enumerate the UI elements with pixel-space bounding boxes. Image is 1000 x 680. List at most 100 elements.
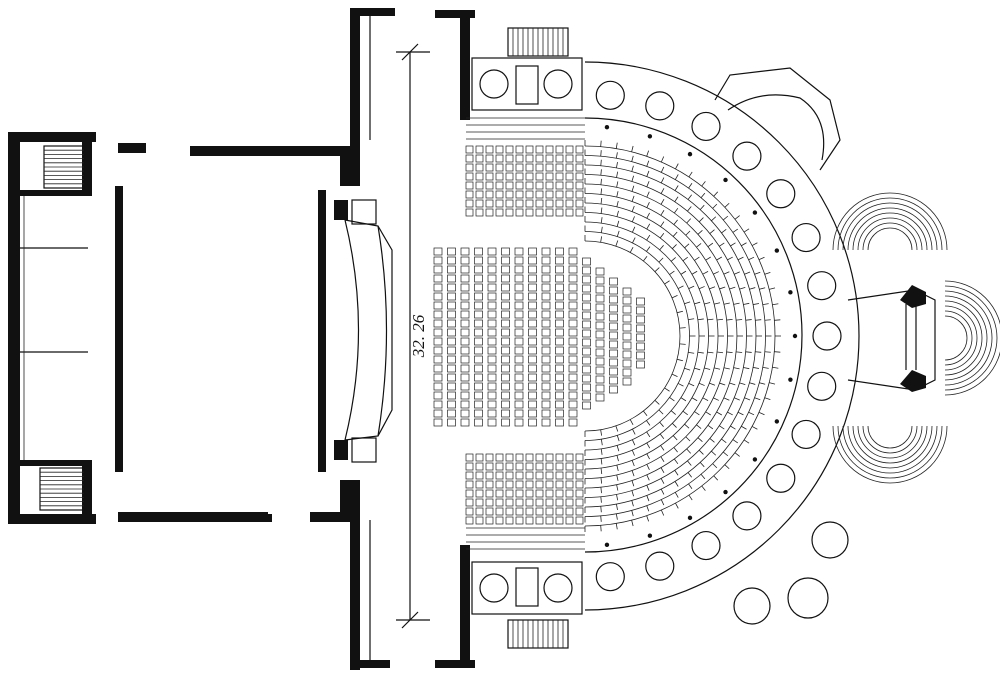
seat — [460, 355, 470, 364]
seat — [460, 364, 470, 373]
seat — [582, 401, 591, 410]
side-seating-block-top — [465, 145, 584, 217]
seat — [465, 516, 474, 525]
stage-house — [115, 143, 360, 522]
seat — [609, 304, 618, 313]
seat — [495, 462, 504, 471]
seat — [555, 337, 564, 346]
seat — [609, 376, 618, 385]
foyer-column — [691, 530, 721, 561]
seat — [475, 471, 484, 480]
seat — [474, 274, 483, 283]
seat — [447, 256, 456, 265]
seat — [460, 310, 470, 319]
seat — [595, 375, 605, 384]
seat — [487, 418, 497, 427]
seat — [447, 274, 456, 283]
seat — [515, 516, 524, 525]
seat — [582, 392, 591, 401]
seat — [514, 373, 524, 382]
seat — [575, 516, 584, 525]
pillar-dot — [723, 177, 728, 183]
seat — [495, 154, 504, 163]
seat — [528, 256, 537, 265]
seat — [501, 310, 510, 319]
seat — [528, 310, 537, 319]
curved-seating-rows — [466, 117, 781, 550]
seat — [495, 145, 504, 154]
seat — [565, 145, 574, 154]
seat — [568, 265, 578, 274]
seat — [528, 391, 537, 400]
seat — [514, 391, 524, 400]
seat — [568, 283, 578, 292]
seat — [514, 283, 524, 292]
seat — [474, 310, 483, 319]
seat — [555, 471, 564, 480]
seat — [474, 283, 483, 292]
seat — [565, 172, 574, 181]
entrance-porch — [847, 285, 936, 392]
seat — [475, 154, 484, 163]
seat — [609, 331, 618, 340]
seat — [447, 391, 456, 400]
seat — [528, 292, 537, 301]
seat — [485, 208, 494, 217]
seat — [475, 181, 484, 190]
seat — [433, 382, 443, 391]
seat — [505, 181, 514, 190]
seat — [582, 266, 591, 275]
seat — [514, 337, 524, 346]
seat — [609, 358, 618, 367]
seat — [535, 145, 544, 154]
seat — [495, 498, 504, 507]
seat — [535, 498, 544, 507]
seat — [495, 453, 504, 462]
seat — [515, 453, 524, 462]
seat — [565, 462, 574, 471]
seat — [565, 480, 574, 489]
foyer-column — [791, 419, 821, 450]
seat — [474, 301, 483, 310]
seat — [460, 337, 470, 346]
seat — [487, 328, 497, 337]
seat — [487, 247, 497, 256]
seat — [541, 292, 551, 301]
seat — [485, 480, 494, 489]
seat — [505, 516, 514, 525]
seat — [475, 145, 484, 154]
seat — [541, 391, 551, 400]
seat — [460, 373, 470, 382]
seat — [565, 190, 574, 199]
seat — [433, 265, 443, 274]
seat — [487, 283, 497, 292]
seat — [582, 374, 591, 383]
seat — [525, 453, 534, 462]
seat — [447, 283, 456, 292]
seat — [555, 301, 564, 310]
seat — [460, 418, 470, 427]
seat — [555, 247, 564, 256]
seat — [541, 346, 551, 355]
seat — [555, 400, 564, 409]
seat — [447, 418, 456, 427]
seat — [545, 453, 554, 462]
seat — [568, 301, 578, 310]
seat — [460, 319, 470, 328]
seat — [595, 285, 605, 294]
seat — [501, 283, 510, 292]
seat — [595, 357, 605, 366]
pillar-dot — [774, 248, 780, 253]
seat — [545, 471, 554, 480]
seat — [460, 292, 470, 301]
seat — [595, 339, 605, 348]
seat — [505, 145, 514, 154]
seat — [575, 498, 584, 507]
pillar-dot — [752, 210, 758, 215]
seat — [541, 382, 551, 391]
seat — [555, 310, 564, 319]
seat — [555, 498, 564, 507]
seat — [433, 319, 443, 328]
seat — [541, 247, 551, 256]
seat — [555, 480, 564, 489]
